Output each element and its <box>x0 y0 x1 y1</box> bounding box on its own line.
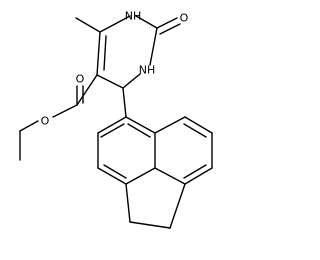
bond-ar9-ar10-double <box>183 164 207 179</box>
bond-n1-c2 <box>135 15 158 29</box>
bond-c5-c6-double <box>103 35 107 71</box>
label-nh-top: NH <box>125 10 142 23</box>
bond-n3-c4 <box>122 73 141 89</box>
label-ester-o-ether: O <box>41 115 50 128</box>
label-nh-side: NH <box>139 64 156 77</box>
bond-c5-carboxyl <box>76 74 98 106</box>
bond-o-ch2 <box>19 120 39 132</box>
bond-ar6-ar1 <box>125 116 156 134</box>
bond-ar4-ch2 <box>125 183 131 223</box>
bond-ar4-ar5 <box>125 167 156 185</box>
label-ester-o-carbonyl: O <box>76 73 85 86</box>
chemical-structure: NH NH O O O <box>19 10 213 229</box>
bond-ar1-ar2 <box>97 116 127 134</box>
acenaphthene-group <box>97 87 213 229</box>
bond-ar1-ar2-double <box>100 123 125 138</box>
ethyl-ester <box>19 74 98 161</box>
bond-c2-o <box>156 17 178 29</box>
label-carbonyl-o-ring: O <box>180 12 189 25</box>
bond-ar9-ar10 <box>184 167 213 185</box>
bond-ar7-ar8 <box>184 116 213 134</box>
bond-ch2-ch2 <box>129 221 171 229</box>
bond-ar3-ar4-double <box>103 164 127 179</box>
bond-carboxyl-o-ether <box>52 104 78 118</box>
bond-ar6-ar1-double <box>127 123 151 138</box>
bond-c6-methyl <box>75 17 101 33</box>
bond-ch2-ar10 <box>169 183 186 229</box>
bond-c4-aryl <box>122 87 127 118</box>
pyrimidinone-ring <box>75 15 181 89</box>
bond-ar7-ar8-double <box>183 123 207 138</box>
bond-c2-n3 <box>149 27 158 66</box>
bond-c6-n1 <box>99 15 131 33</box>
bond-c2-o-double <box>159 23 181 35</box>
bond-ar6-ar7 <box>154 116 186 134</box>
bond-c4-c5 <box>96 74 124 89</box>
bond-ar10-ar5 <box>154 167 186 185</box>
bond-c5-c6 <box>96 31 101 76</box>
bond-ar3-ar4 <box>97 167 127 185</box>
